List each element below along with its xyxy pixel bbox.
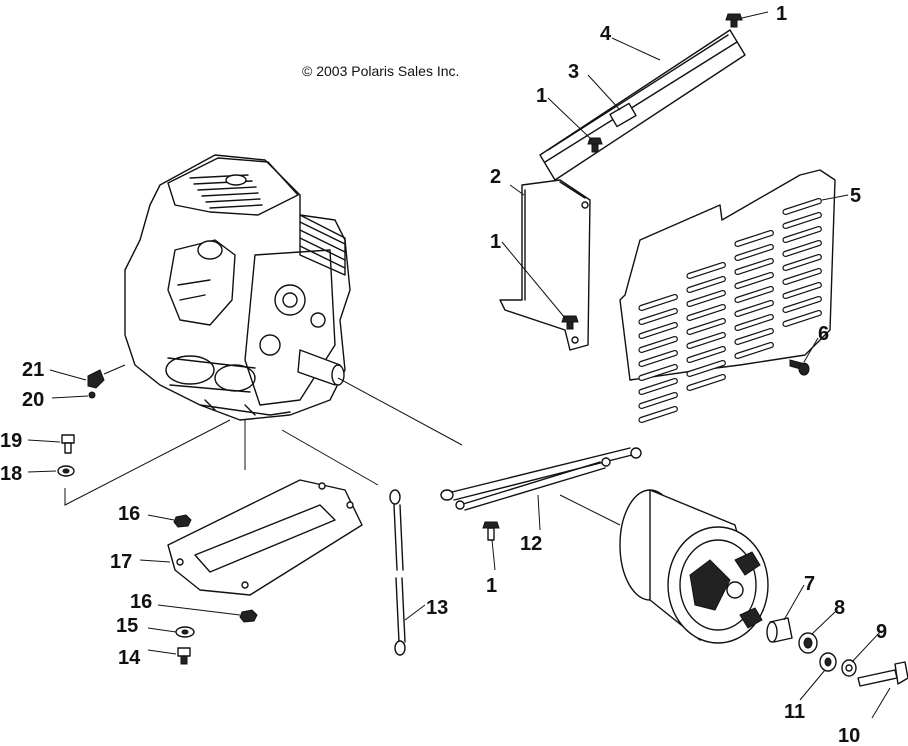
grille-slot (734, 299, 774, 317)
callout-12: 12 (520, 533, 542, 555)
callout-1-top: 1 (776, 3, 787, 25)
bolt-part-14 (177, 647, 191, 665)
grille-slot (734, 243, 774, 261)
callout-labels: 1 4 3 1 2 1 5 6 7 8 9 10 11 12 13 1 14 1… (0, 3, 887, 746)
callout-7: 7 (804, 573, 815, 595)
grille-slot (734, 341, 774, 359)
grille-slot (686, 373, 726, 391)
grille-panel-part-5 (619, 169, 836, 423)
callout-15: 15 (116, 615, 138, 637)
grille-slot (782, 239, 822, 257)
grille-slot (734, 313, 774, 331)
grille-slot (638, 377, 678, 395)
grille-slot (734, 257, 774, 275)
grille-slot (638, 321, 678, 339)
grille-slot (638, 405, 678, 423)
callout-1-rod: 1 (486, 575, 497, 597)
grille-slot (782, 309, 822, 327)
brace-rods-part-12 (440, 447, 642, 511)
bolt-part-19 (61, 434, 75, 454)
plug-part-20 (88, 391, 96, 399)
grille-slot (782, 295, 822, 313)
grille-slot (782, 211, 822, 229)
engine-bracket-leader (281, 429, 379, 486)
callout-3: 3 (568, 61, 579, 83)
grille-slot (686, 345, 726, 363)
grille-slot (734, 327, 774, 345)
callout-1-bracket: 1 (490, 231, 501, 253)
callout-8: 8 (834, 597, 845, 619)
bolt-part-10 (857, 661, 908, 687)
callout-19: 19 (0, 430, 22, 452)
callout-17: 17 (110, 551, 132, 573)
drive-clutch-assembly (619, 489, 769, 644)
mount-plate-part-17 (167, 479, 363, 596)
callout-16-upper: 16 (118, 503, 140, 525)
elbow-fitting-part-21 (87, 364, 126, 389)
bolt-part-1-bracket (561, 315, 579, 330)
engine-assembly (124, 154, 351, 421)
callout-1-cover: 1 (536, 85, 547, 107)
washer-part-11 (819, 652, 837, 672)
washer-part-18 (57, 465, 75, 477)
grille-slot (782, 197, 822, 215)
grille-slot (686, 317, 726, 335)
callout-4: 4 (600, 23, 612, 45)
callout-11: 11 (784, 701, 805, 723)
callout-21: 21 (22, 359, 44, 381)
engine-shaft-leader (337, 377, 463, 446)
grille-slot (686, 359, 726, 377)
bolt-part-1-rod (482, 521, 500, 541)
callout-18: 18 (0, 463, 22, 485)
callout-10: 10 (838, 725, 860, 746)
side-bracket-part-2 (499, 179, 591, 351)
grille-slot (782, 225, 822, 243)
grille-slot (782, 267, 822, 285)
grille-slot (686, 261, 726, 279)
tie-rod-part-13 (389, 489, 406, 656)
grille-slot (638, 349, 678, 367)
rod-to-clutch-leader (559, 494, 621, 526)
grille-slot (734, 271, 774, 289)
grille-slot (638, 293, 678, 311)
nut-part-16-upper (173, 514, 192, 528)
copyright-notice: © 2003 Polaris Sales Inc. (302, 63, 460, 79)
callout-2: 2 (490, 166, 501, 188)
spacer-part-7 (766, 617, 793, 643)
callout-9: 9 (876, 621, 887, 643)
callout-6: 6 (818, 323, 829, 345)
grille-slot (686, 275, 726, 293)
callout-20: 20 (22, 389, 44, 411)
callout-16-lower: 16 (130, 591, 152, 613)
bolt-part-1-top (725, 13, 743, 28)
washer-leader (64, 419, 231, 506)
grille-slot (638, 363, 678, 381)
grille-slot (638, 307, 678, 325)
callout-leaders (27, 11, 891, 719)
grille-slot (782, 253, 822, 271)
grille-slot (638, 335, 678, 353)
grille-slot (782, 281, 822, 299)
callout-13: 13 (426, 597, 448, 619)
nut-part-16-lower (239, 609, 258, 623)
grille-slot (734, 285, 774, 303)
screw-part-6 (789, 359, 810, 376)
callout-14: 14 (118, 647, 141, 669)
washer-part-9 (841, 659, 857, 677)
grille-slot (686, 289, 726, 307)
grille-slot (686, 303, 726, 321)
callout-5: 5 (850, 185, 861, 207)
washer-part-15 (175, 626, 195, 638)
grille-slot (686, 331, 726, 349)
bushing-part-8 (798, 632, 818, 654)
grille-slot (734, 229, 774, 247)
grille-slot (638, 391, 678, 409)
